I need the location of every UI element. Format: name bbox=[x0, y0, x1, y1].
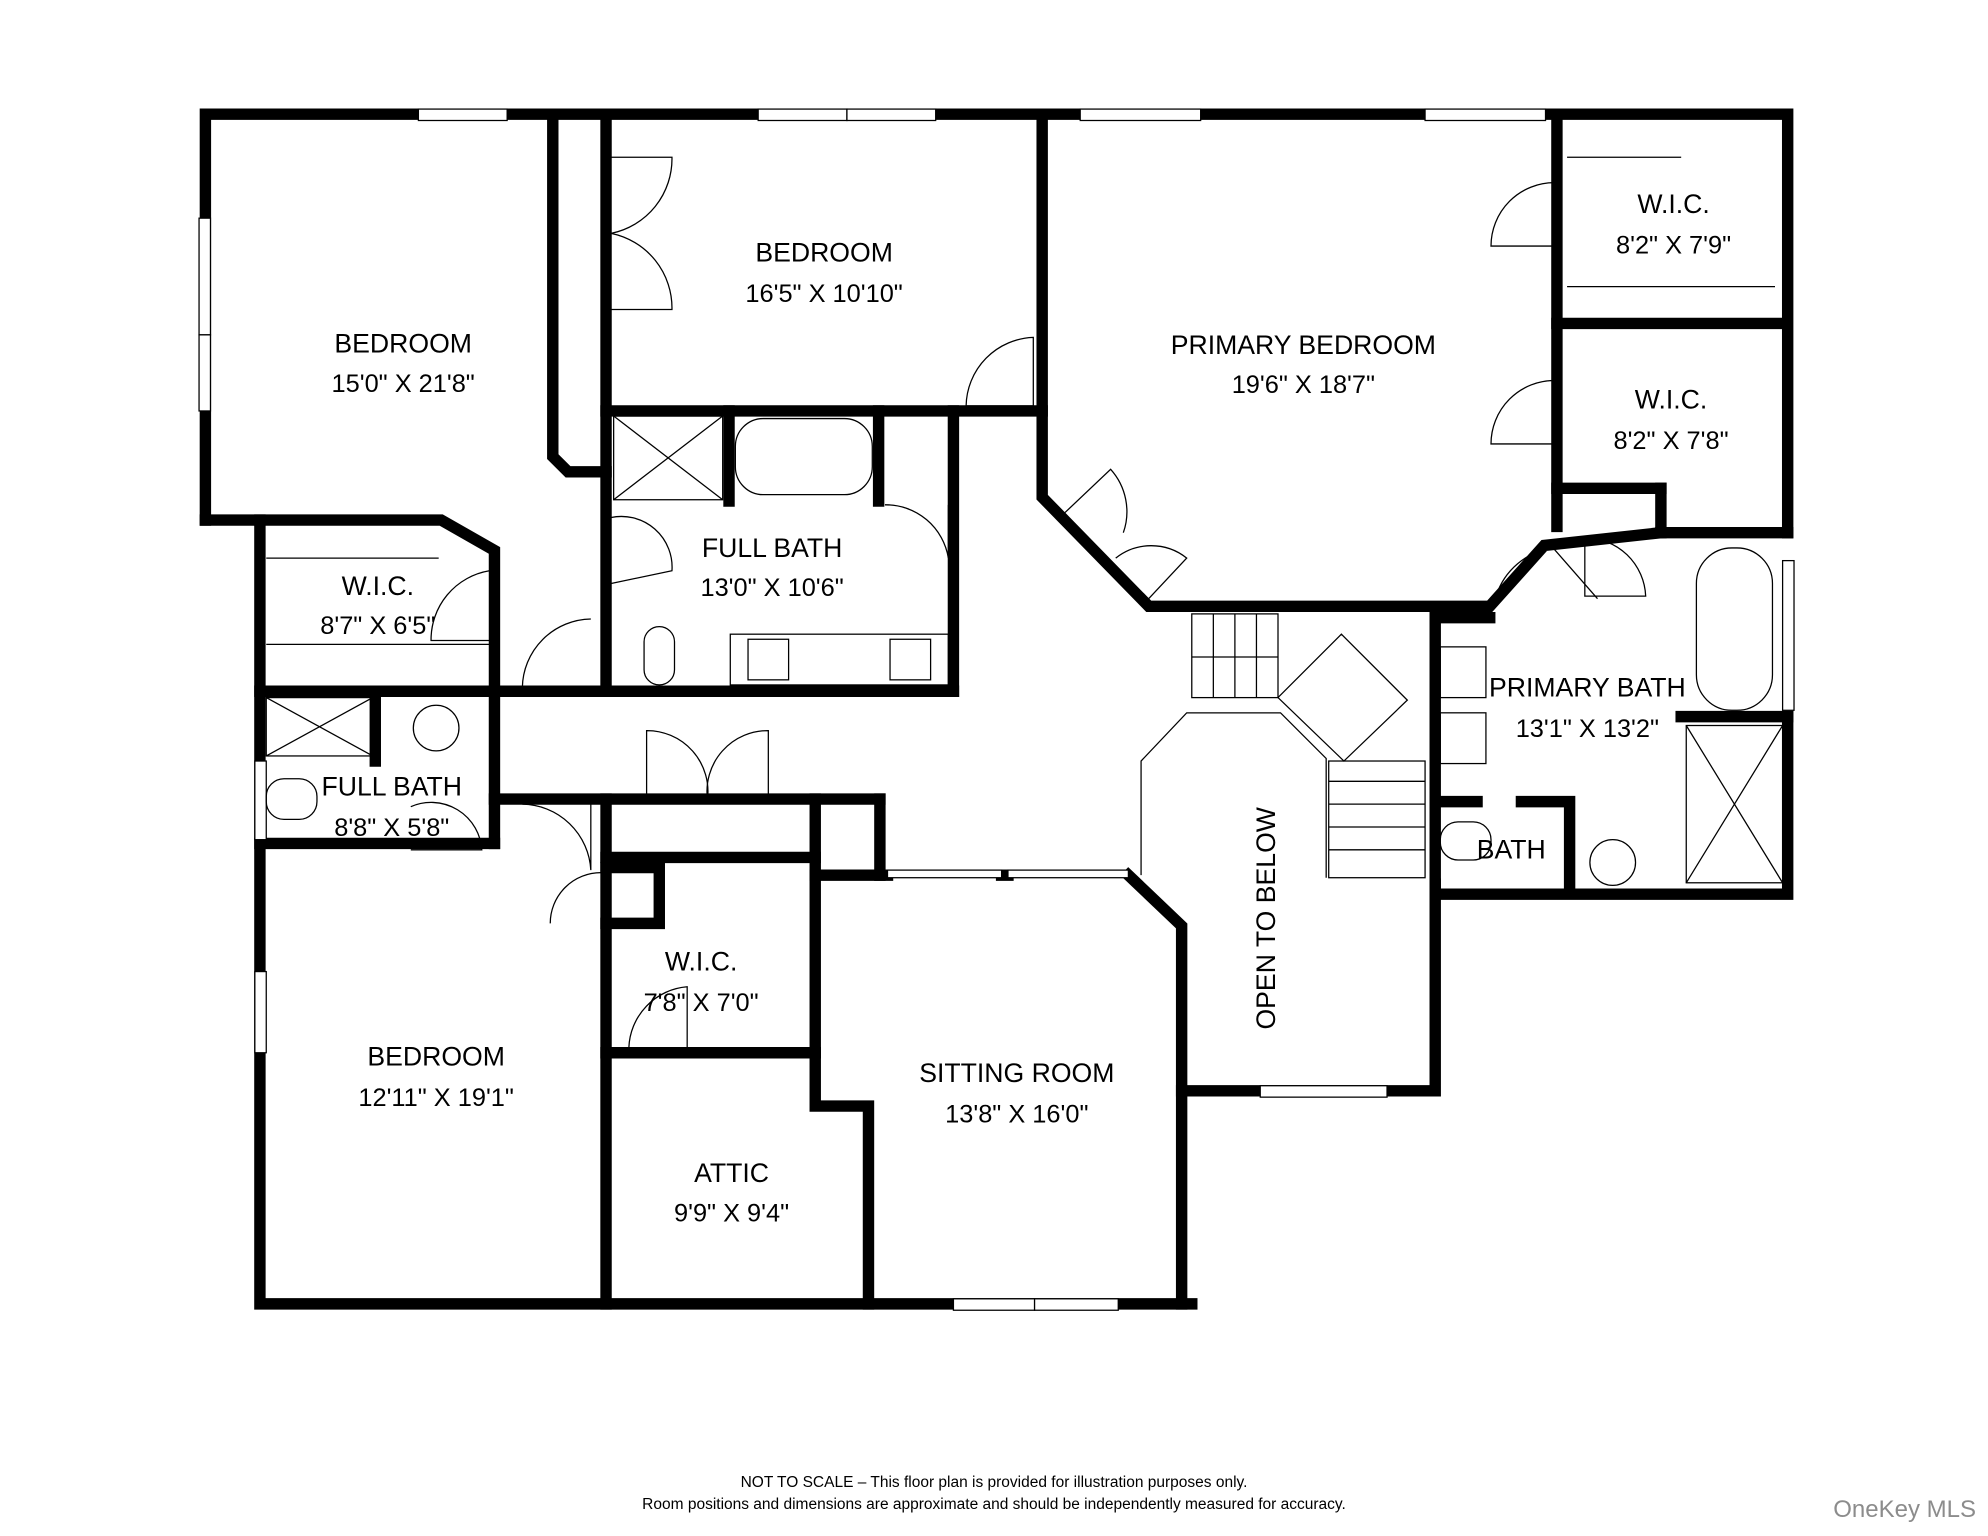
room-labels: BEDROOM 15'0" X 21'8" BEDROOM 16'5" X 10… bbox=[320, 189, 1731, 1227]
room-dimensions: 8'8" X 5'8" bbox=[334, 814, 449, 842]
room-dimensions: 13'8" X 16'0" bbox=[945, 1101, 1088, 1129]
room-dimensions: 19'6" X 18'7" bbox=[1232, 371, 1375, 399]
room-name: BEDROOM bbox=[334, 329, 472, 359]
room-dimensions: 15'0" X 21'8" bbox=[332, 370, 475, 398]
room-full-bath-center: FULL BATH 13'0" X 10'6" bbox=[700, 533, 843, 602]
watermark-logo: OneKey MLS bbox=[1833, 1496, 1976, 1523]
room-wic-south: W.I.C. 7'8" X 7'0" bbox=[644, 946, 759, 1017]
room-name: FULL BATH bbox=[702, 533, 843, 563]
windows bbox=[198, 108, 1795, 1311]
room-name: W.I.C. bbox=[342, 571, 414, 601]
room-name: PRIMARY BATH bbox=[1489, 672, 1686, 702]
room-name: BEDROOM bbox=[755, 237, 893, 267]
room-attic: ATTIC 9'9" X 9'4" bbox=[674, 1158, 789, 1227]
room-bedroom-north: BEDROOM 16'5" X 10'10" bbox=[745, 237, 902, 308]
room-dimensions: 8'2" X 7'8" bbox=[1613, 427, 1728, 455]
room-primary-bath: PRIMARY BATH 13'1" X 13'2" bbox=[1489, 672, 1686, 743]
room-name: BATH bbox=[1477, 835, 1546, 865]
room-bedroom-southwest: BEDROOM 12'11" X 19'1" bbox=[358, 1041, 514, 1112]
room-dimensions: 16'5" X 10'10" bbox=[745, 280, 902, 308]
room-name: FULL BATH bbox=[322, 771, 463, 801]
room-dimensions: 12'11" X 19'1" bbox=[358, 1084, 514, 1112]
room-dimensions: 13'1" X 13'2" bbox=[1516, 715, 1659, 743]
room-wic-primary-2: W.I.C. 8'2" X 7'8" bbox=[1613, 384, 1728, 455]
room-bath: BATH bbox=[1477, 835, 1546, 865]
doors bbox=[410, 156, 1647, 1048]
room-primary-bedroom: PRIMARY BEDROOM 19'6" X 18'7" bbox=[1171, 330, 1436, 399]
room-dimensions: 8'7" X 6'5" bbox=[320, 612, 435, 640]
room-dimensions: 8'2" X 7'9" bbox=[1616, 232, 1731, 260]
room-name: PRIMARY BEDROOM bbox=[1171, 330, 1436, 360]
room-wic-primary-1: W.I.C. 8'2" X 7'9" bbox=[1616, 189, 1731, 260]
room-dimensions: 13'0" X 10'6" bbox=[700, 574, 843, 602]
room-dimensions: 9'9" X 9'4" bbox=[674, 1199, 789, 1227]
room-bedroom-west: BEDROOM 15'0" X 21'8" bbox=[332, 329, 475, 398]
disclaimer-line-2: Room positions and dimensions are approx… bbox=[642, 1496, 1346, 1513]
open-to-below-label: OPEN TO BELOW bbox=[1251, 806, 1281, 1029]
room-name: W.I.C. bbox=[665, 946, 737, 976]
room-full-bath-west: FULL BATH 8'8" X 5'8" bbox=[322, 771, 463, 842]
room-name: BEDROOM bbox=[367, 1041, 505, 1071]
room-name: W.I.C. bbox=[1637, 189, 1709, 219]
room-name: ATTIC bbox=[694, 1158, 769, 1188]
room-dimensions: 7'8" X 7'0" bbox=[644, 989, 759, 1017]
room-name: W.I.C. bbox=[1635, 384, 1707, 414]
room-wic-west: W.I.C. 8'7" X 6'5" bbox=[320, 571, 435, 640]
room-sitting-room: SITTING ROOM 13'8" X 16'0" bbox=[919, 1058, 1114, 1129]
disclaimer-line-1: NOT TO SCALE – This floor plan is provid… bbox=[740, 1474, 1248, 1491]
room-name: SITTING ROOM bbox=[919, 1058, 1114, 1088]
fixtures bbox=[265, 156, 1784, 886]
